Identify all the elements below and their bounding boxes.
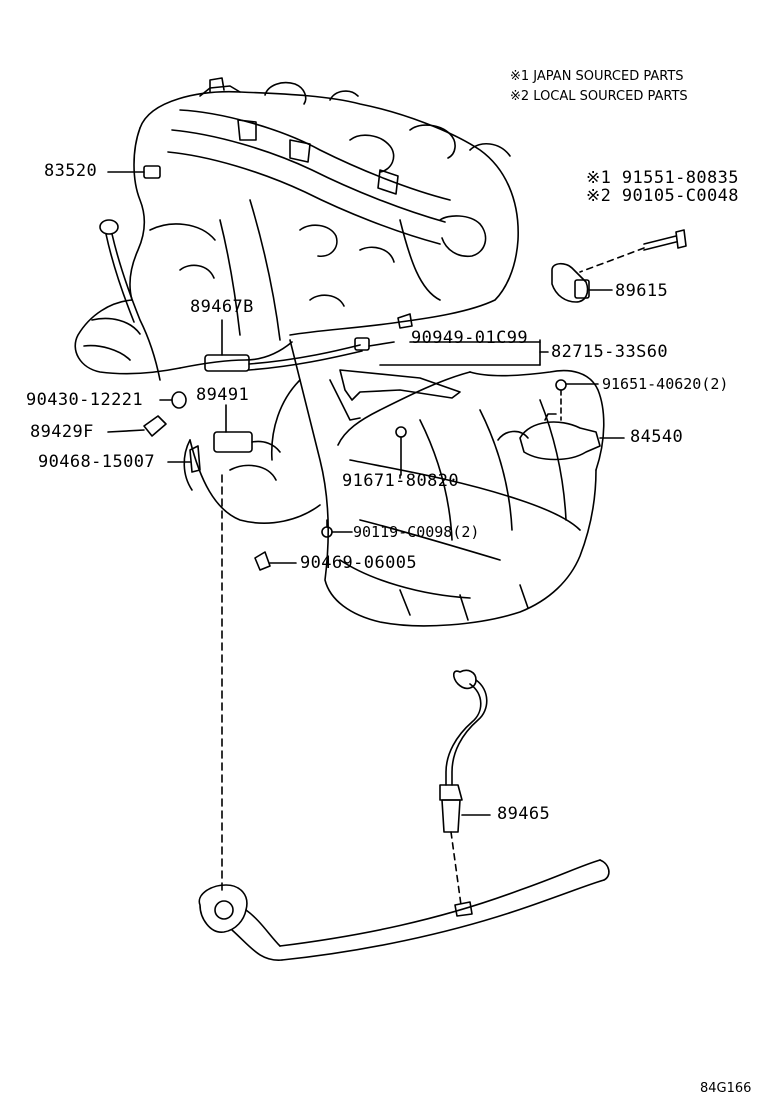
part-label-90469: 90469-06005 — [300, 553, 417, 573]
speed-sensor-part — [213, 404, 281, 453]
part-label-91651: 91651-40620(2) — [602, 375, 729, 393]
bolt-90469 — [254, 551, 297, 571]
part-label-90430: 90430-12221 — [26, 390, 143, 410]
part-label-82715: 82715-33S60 — [551, 342, 668, 362]
part-label-90119: 90119-C0098(2) — [353, 523, 480, 541]
part-label-89465: 89465 — [497, 804, 551, 824]
part-label-89429f: 89429F — [30, 422, 94, 442]
knock-sensor-part — [551, 229, 687, 303]
gasket-part — [159, 391, 187, 409]
bolt-90119 — [321, 519, 353, 538]
part-label-84540: 84540 — [630, 427, 684, 447]
neutral-switch-part — [519, 379, 625, 461]
clip-part — [167, 445, 201, 473]
sensor-bracket — [329, 369, 461, 476]
part-label-89615: 89615 — [615, 281, 669, 301]
note-japan-sourced: ※1 JAPAN SOURCED PARTS — [510, 69, 684, 84]
part-label-91671: 91671-80820 — [342, 471, 459, 491]
oxygen-sensor-part — [439, 669, 491, 906]
harness-clamp — [368, 313, 549, 366]
oil-pressure-switch-part — [107, 165, 161, 179]
dipstick — [99, 219, 161, 381]
part-label-90105: ※2 90105-C0048 — [586, 186, 739, 206]
crank-sensor-part — [204, 319, 370, 372]
part-label-89467b: 89467B — [190, 297, 254, 317]
exhaust-pipe-part — [198, 859, 610, 961]
engine-block — [74, 77, 519, 375]
part-label-89491: 89491 — [196, 385, 250, 405]
part-label-83520: 83520 — [44, 161, 98, 181]
knock-sensor-bolt — [643, 229, 687, 251]
part-label-90468: 90468-15007 — [38, 452, 155, 472]
temp-sensor-part — [107, 415, 167, 437]
part-label-91551: ※1 91551-80835 — [586, 168, 739, 188]
note-local-sourced: ※2 LOCAL SOURCED PARTS — [510, 89, 688, 104]
part-label-90949: 90949-01C99 — [411, 328, 528, 348]
diagram-reference-code: 84G166 — [700, 1081, 752, 1096]
